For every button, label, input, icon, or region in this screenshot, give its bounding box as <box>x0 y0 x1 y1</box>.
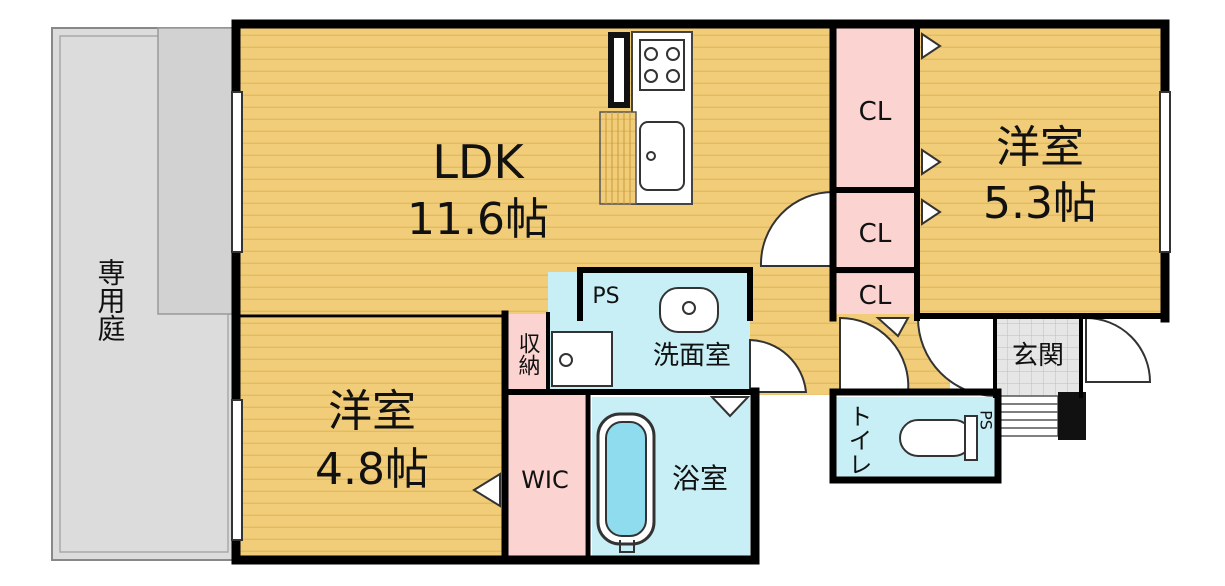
closet-1-floor <box>833 28 917 188</box>
wic-floor <box>505 394 585 558</box>
pipe-space-1-label: PS <box>592 284 619 309</box>
stove-icon <box>639 39 685 91</box>
ldk-name: LDK <box>432 135 525 189</box>
sink-icon <box>639 121 685 191</box>
washroom-label: 洗面室 <box>653 341 731 371</box>
entrance-label: 玄関 <box>1012 341 1064 371</box>
storage-floor <box>505 314 547 390</box>
entrance-step <box>999 395 1059 437</box>
washing-machine-icon <box>551 331 613 387</box>
private-garden-label: 専用庭 <box>94 258 127 342</box>
windows <box>231 91 1171 541</box>
western-room-east-name: 洋室 <box>996 122 1084 173</box>
western-room-east-floor <box>917 28 1165 316</box>
closet-3-label: CL <box>859 281 892 311</box>
labels: LDK 11.6帖 洋室 5.3帖 洋室 4.8帖 専用庭 CL CL CL P… <box>94 97 1097 495</box>
bathroom-label: 浴室 <box>672 462 728 495</box>
entrance-floor <box>995 316 1081 396</box>
western-room-west-floor <box>240 318 502 558</box>
private-garden-area <box>51 27 237 561</box>
washbasin-icon <box>659 287 719 333</box>
fixtures <box>551 287 978 553</box>
door-swings <box>472 32 1152 508</box>
western-room-east-size: 5.3帖 <box>983 178 1097 229</box>
pipe-space-2-label: PS <box>977 410 996 430</box>
western-room-west-size: 4.8帖 <box>315 444 429 495</box>
western-room-west-name: 洋室 <box>328 386 416 437</box>
storage-label: 収納 <box>515 332 541 376</box>
ldk-size: 11.6帖 <box>407 194 549 245</box>
kitchen <box>599 31 693 205</box>
toilet-icon <box>899 419 973 457</box>
closet-3-floor <box>833 274 917 314</box>
toilet-label: トイレ <box>844 404 872 476</box>
wic-label: WIC <box>521 466 569 494</box>
closet-2-label: CL <box>859 219 892 249</box>
closet-2-floor <box>833 192 917 270</box>
closet-1-label: CL <box>859 97 892 127</box>
